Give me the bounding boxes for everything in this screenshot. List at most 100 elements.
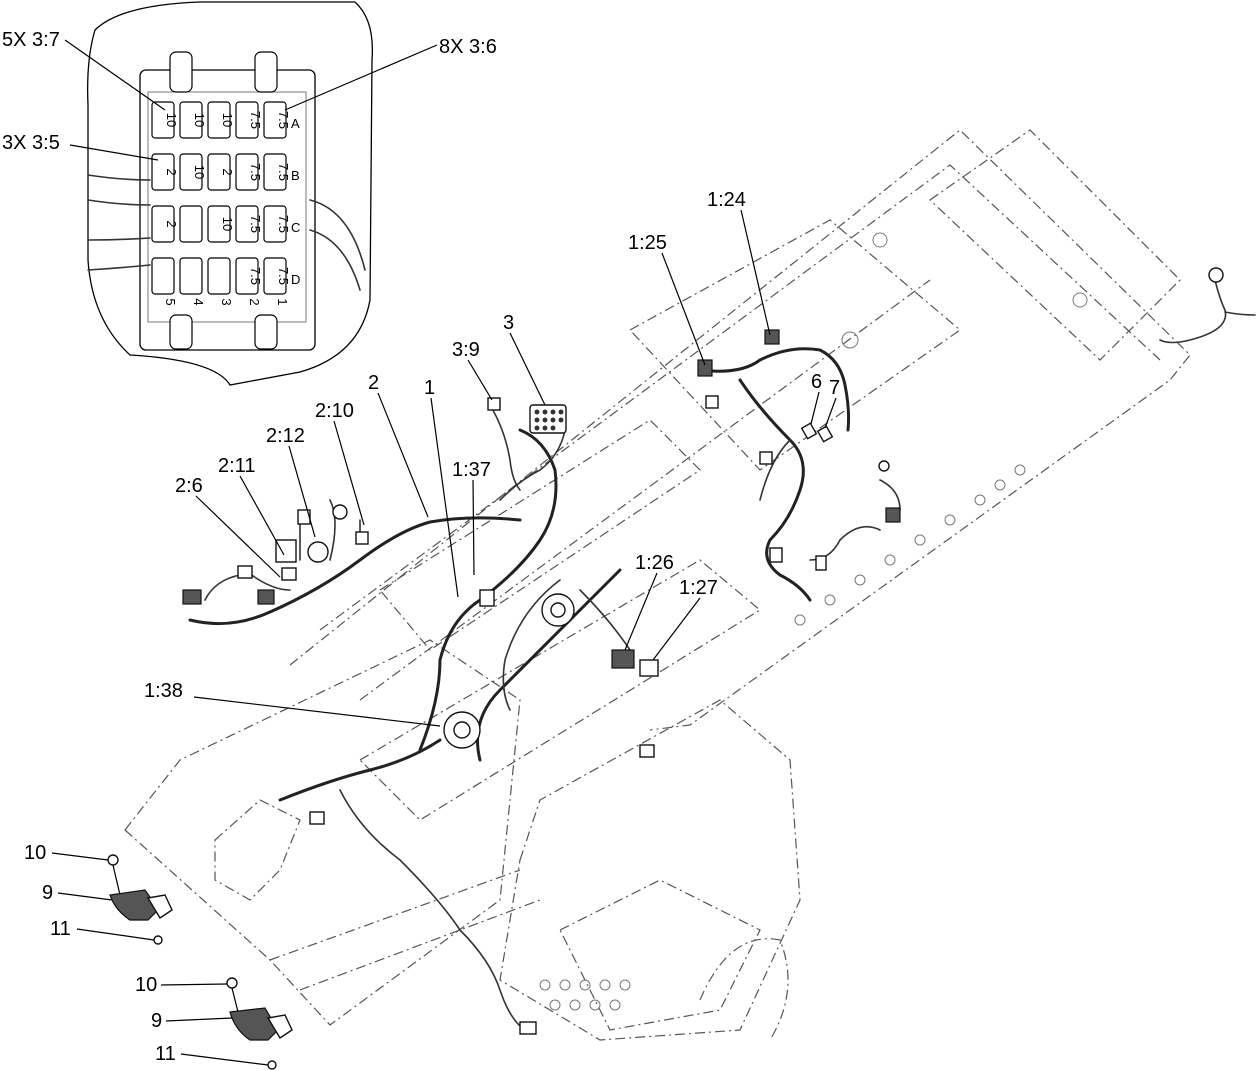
callout-3x35: 3X 3:5 <box>2 132 60 154</box>
switch-assembly-lower <box>226 977 293 1070</box>
mount-tab <box>254 314 278 350</box>
connector <box>815 555 827 571</box>
callout-7: 7 <box>829 377 840 399</box>
callout-1-24: 1:24 <box>707 189 746 211</box>
chassis-frame <box>124 129 1191 1041</box>
fuse-rating: 7.5 <box>248 267 263 285</box>
row-label-c: C <box>291 220 300 235</box>
fuse-block-3-fuses <box>534 409 564 431</box>
harness-1-trunk <box>418 428 558 752</box>
fuse-rating: 10 <box>192 113 207 127</box>
harness-3 <box>487 397 567 501</box>
connector-ring <box>332 504 348 520</box>
callout-11-lower: 11 <box>155 1043 176 1065</box>
part-10-stem-lower <box>231 987 239 1013</box>
fuse-slot <box>151 205 175 243</box>
callout-2-12: 2:12 <box>266 425 305 447</box>
fuse-rating: 7.5 <box>248 111 263 129</box>
frame-rail-upper-inner <box>319 164 1161 701</box>
relay-number: 2 <box>247 298 262 305</box>
fuse-rating: 10 <box>164 113 179 127</box>
part-10-upper <box>107 854 119 866</box>
fuse-slot <box>207 101 231 139</box>
harness-upper-thin <box>759 439 901 561</box>
frame-holes <box>539 232 1088 1011</box>
part-11-lower <box>267 1060 277 1070</box>
fuse-slot <box>207 205 231 243</box>
fuse-slot <box>179 257 203 295</box>
callout-2-10: 2:10 <box>315 400 354 422</box>
fuse-rating: 7.5 <box>276 163 291 181</box>
callout-1-37: 1:37 <box>452 459 491 481</box>
grommet-1-38-inner <box>453 721 471 739</box>
harness-3-trunk <box>489 404 566 501</box>
fuse-rating: 7.5 <box>276 111 291 129</box>
callout-9-upper: 9 <box>42 882 53 904</box>
connector <box>275 539 297 563</box>
part-11-upper <box>153 935 163 945</box>
callout-1-38: 1:38 <box>144 680 183 702</box>
relay-number: 1 <box>275 298 290 305</box>
part-9-bracket-lower <box>266 1014 293 1039</box>
connector <box>309 811 325 825</box>
connector-1-27 <box>639 659 659 677</box>
fuse-rating: 10 <box>192 165 207 179</box>
callout-11-upper: 11 <box>50 918 71 940</box>
fuse-slot <box>151 153 175 191</box>
fuse-slot <box>151 101 175 139</box>
callout-labels: 5X 3:7 8X 3:6 3X 3:5 1:24 1:25 3 3:9 2 1… <box>2 29 840 1065</box>
callout-5x37: 5X 3:7 <box>2 29 60 51</box>
connector <box>878 460 890 472</box>
connector-3-9 <box>487 397 501 411</box>
connector-1-26 <box>611 649 635 669</box>
connector <box>639 744 655 758</box>
callout-2-11: 2:11 <box>218 455 255 477</box>
part-7 <box>816 425 834 443</box>
fuse-slot <box>179 153 203 191</box>
callout-1-25: 1:25 <box>628 232 667 254</box>
fuse-slot <box>263 153 287 191</box>
connector <box>769 547 783 563</box>
connector <box>281 567 297 581</box>
inset-wires <box>87 174 366 291</box>
connector <box>182 589 202 605</box>
fuse-slot <box>263 257 287 295</box>
mount-tab <box>254 51 278 93</box>
fuse-rating: 2 <box>164 220 179 227</box>
fuse-slot <box>235 205 259 243</box>
fuse-slot <box>263 205 287 243</box>
part-10-lower <box>226 977 238 989</box>
connector-1-25 <box>697 359 713 377</box>
grommet <box>307 541 329 563</box>
fuse-slot <box>179 101 203 139</box>
fuse-rating: 7.5 <box>248 163 263 181</box>
connector <box>237 565 253 579</box>
frame-rail-lower <box>124 639 521 1026</box>
fuse-rating: 2 <box>220 168 235 175</box>
fuse-rating: 7.5 <box>276 215 291 233</box>
harness-2-trunk <box>188 516 522 626</box>
mount-tab <box>169 51 193 93</box>
frame-rear-upright <box>929 129 1181 361</box>
relay-number: 4 <box>191 298 206 305</box>
harness-2 <box>182 499 522 626</box>
callout-10-lower: 10 <box>135 974 157 996</box>
connector-1-24 <box>764 329 780 345</box>
callout-3: 3 <box>503 312 514 334</box>
fuse-slot <box>263 101 287 139</box>
callout-2: 2 <box>368 372 379 394</box>
frame-mid-rail <box>359 559 762 821</box>
switch-assembly-upper <box>107 854 173 945</box>
fuse-slot <box>235 153 259 191</box>
fuse-slot <box>235 101 259 139</box>
callout-6: 6 <box>811 371 822 393</box>
connector <box>257 589 275 605</box>
callout-8x36: 8X 3:6 <box>439 36 497 58</box>
fuse-block-panel <box>147 91 307 323</box>
harness-1-branch-26 <box>502 579 631 711</box>
mount-tab <box>169 314 193 350</box>
part-9-bracket-upper <box>146 894 173 919</box>
frame-rear-section <box>499 699 801 1041</box>
